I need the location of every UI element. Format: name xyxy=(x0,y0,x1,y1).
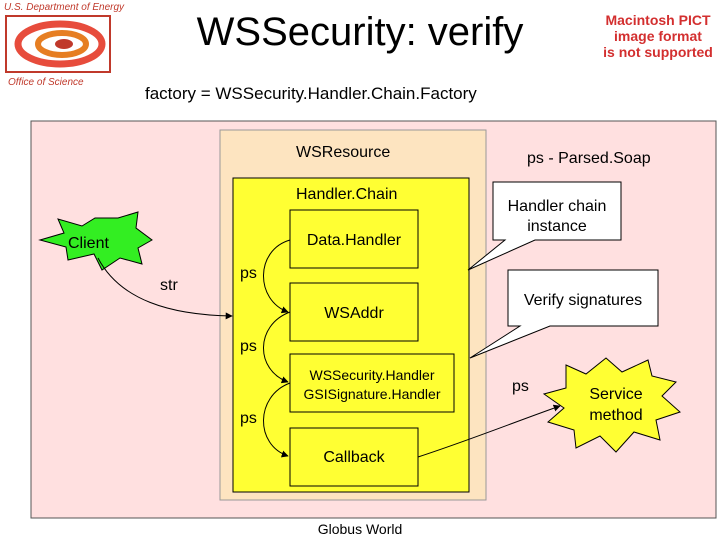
callback-to-service-arrow xyxy=(417,404,561,458)
flow-arrow-3 xyxy=(263,382,291,458)
service-burst xyxy=(542,357,681,453)
security-handler-box xyxy=(289,353,455,413)
ps-label: ps xyxy=(240,410,257,427)
callout-chain-line: Handler chain xyxy=(507,198,607,215)
pict-notice-line: is not supported xyxy=(603,44,713,60)
ws-resource-label: WSResource xyxy=(296,144,391,161)
client-burst xyxy=(38,211,153,271)
ps-label: ps xyxy=(512,378,529,395)
parsed-soap-label: ps - Parsed.Soap xyxy=(527,150,651,167)
security-handler-label: WSSecurity.Handler GSISignature.Handler xyxy=(290,366,454,404)
security-handler-line: WSSecurity.Handler xyxy=(309,367,435,383)
callout-verify-text: Verify signatures xyxy=(523,292,643,309)
ps-label: ps xyxy=(240,338,257,355)
callout-verify xyxy=(469,269,659,359)
pict-notice-line: Macintosh PICT xyxy=(605,12,711,28)
wsaddr-label: WSAddr xyxy=(324,305,384,322)
flow-arrow-1 xyxy=(263,239,291,314)
signature-handler-line: GSISignature.Handler xyxy=(303,386,441,402)
client-label: Client xyxy=(68,235,109,252)
factory-subtitle: factory = WSSecurity.Handler.Chain.Facto… xyxy=(145,84,477,103)
org-name-bottom: Office of Science xyxy=(8,77,84,88)
callback-label: Callback xyxy=(323,449,385,466)
ps-label: ps xyxy=(240,265,257,282)
footer-text: Globus World xyxy=(317,521,403,537)
data-handler-box xyxy=(289,209,419,269)
wsaddr-box xyxy=(289,282,419,342)
service-method-label: Service method xyxy=(574,384,658,426)
org-name-top: U.S. Department of Energy xyxy=(4,2,125,13)
page-title: WSSecurity: verify xyxy=(196,10,524,54)
pict-notice-line: image format xyxy=(614,28,702,44)
callout-chain-text: Handler chain instance xyxy=(493,197,621,237)
service-method-line: Service xyxy=(589,386,643,403)
callout-chain-line: instance xyxy=(527,218,587,235)
data-handler-label: Data.Handler xyxy=(306,232,402,249)
flow-arrow-2 xyxy=(263,311,291,384)
str-label: str xyxy=(160,277,178,294)
callback-box xyxy=(289,427,419,487)
pict-notice: Macintosh PICT image format is not suppo… xyxy=(596,12,720,60)
service-method-line: method xyxy=(589,407,643,424)
handler-chain-label: Handler.Chain xyxy=(296,186,398,203)
client-to-chain-arrow xyxy=(97,257,233,320)
callout-chain-instance xyxy=(467,181,622,271)
